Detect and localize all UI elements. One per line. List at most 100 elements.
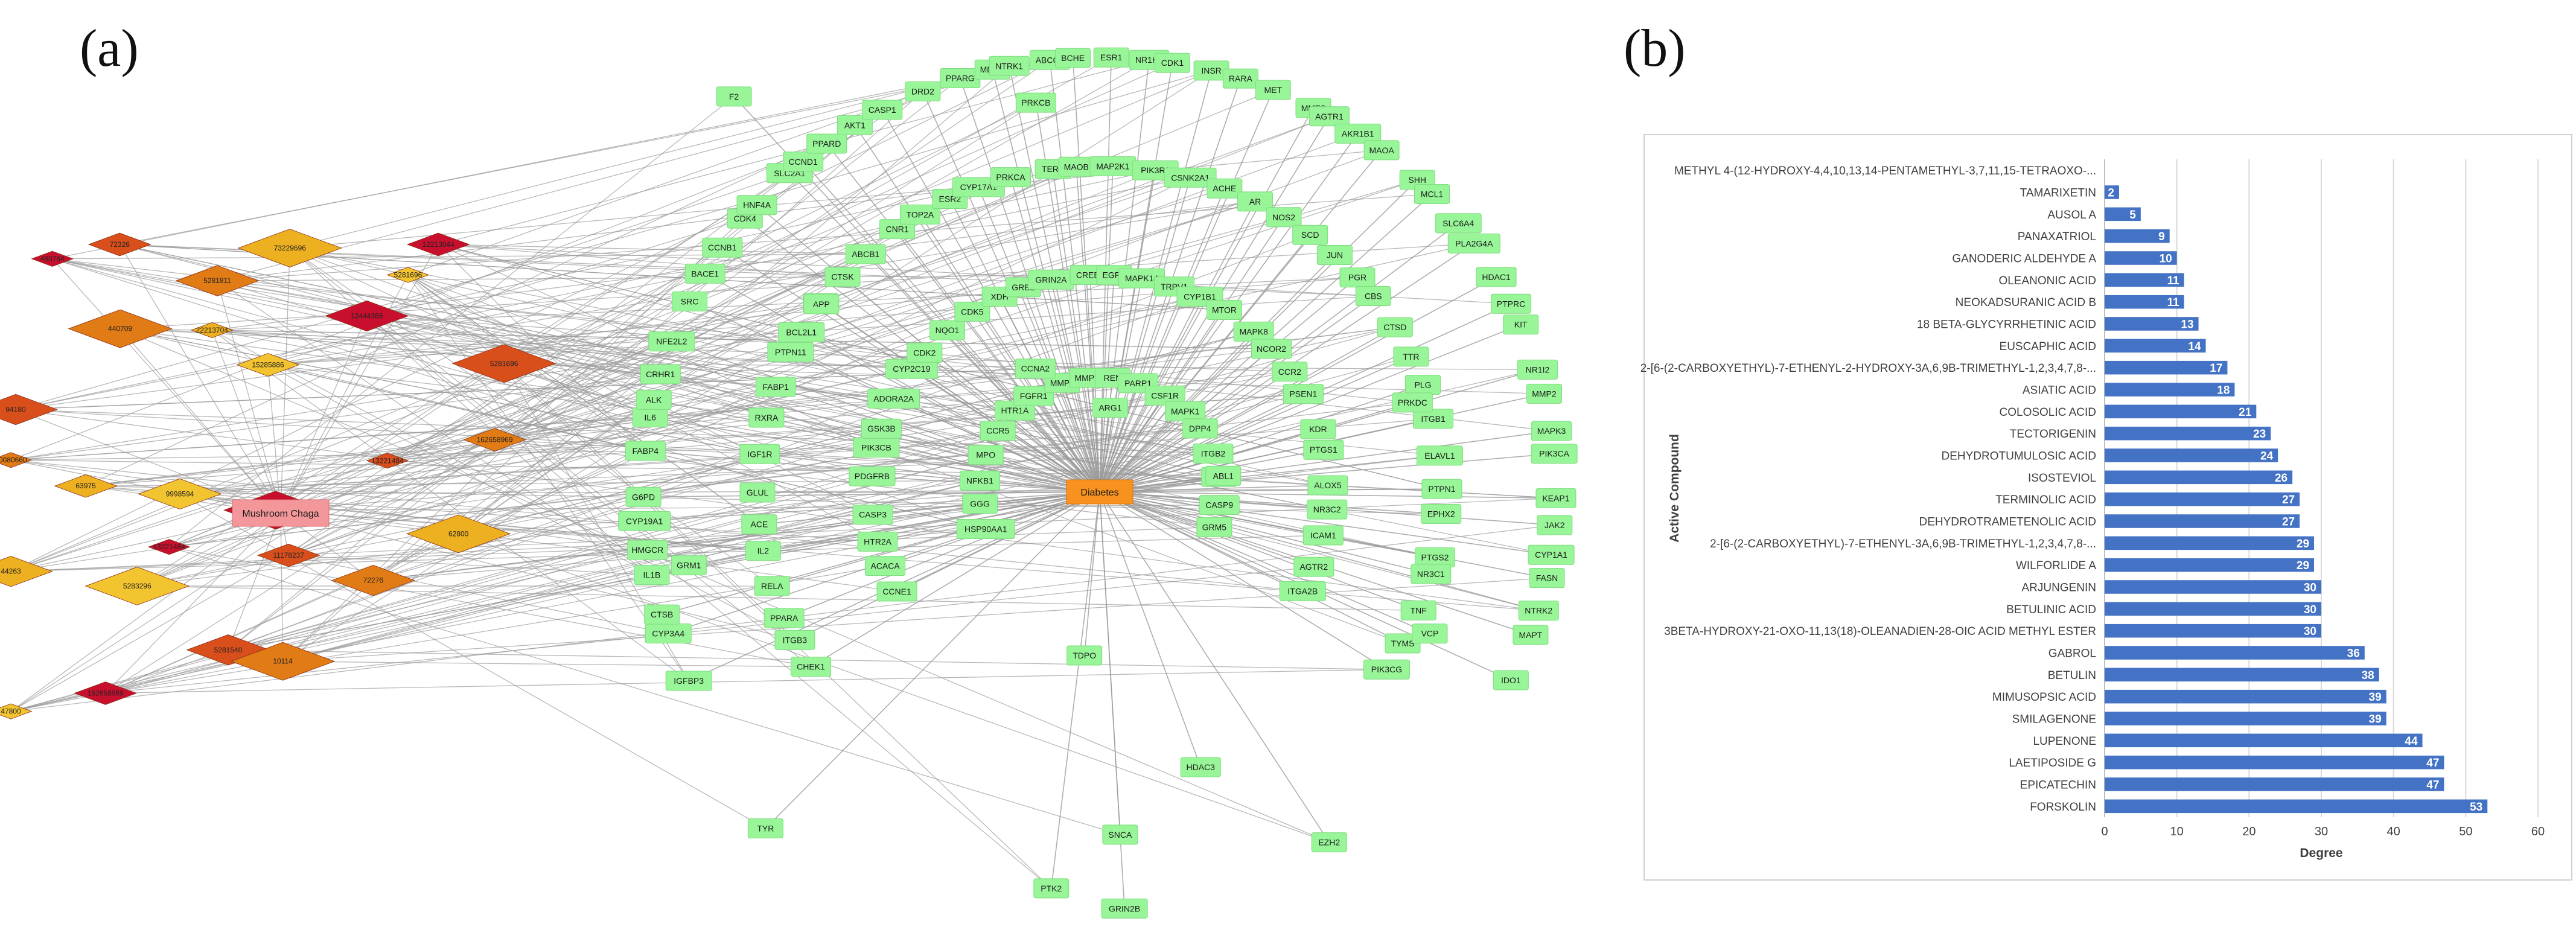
svg-text:ESR1: ESR1 xyxy=(1100,53,1123,62)
svg-text:NR3C2: NR3C2 xyxy=(1313,505,1341,514)
svg-text:SRC: SRC xyxy=(681,296,699,306)
svg-text:CNR1: CNR1 xyxy=(885,225,908,234)
edge xyxy=(217,281,281,514)
bar xyxy=(2105,426,2271,441)
target-node: ITGA2B xyxy=(1279,581,1326,601)
svg-text:TERT: TERT xyxy=(1042,164,1064,174)
target-node: ITGB3 xyxy=(774,630,815,650)
compound-node: 72276 xyxy=(331,564,415,596)
bar xyxy=(2105,492,2300,506)
edge xyxy=(794,491,1100,641)
x-tick-label: 50 xyxy=(2459,825,2472,838)
target-node: PPARD xyxy=(806,133,847,154)
target-node: ITGB2 xyxy=(1193,443,1234,464)
edge xyxy=(1099,177,1191,493)
edge xyxy=(494,59,1050,441)
svg-text:TYMS: TYMS xyxy=(1391,639,1415,648)
edge xyxy=(280,512,284,661)
bar xyxy=(2105,470,2293,485)
target-node: MCL1 xyxy=(1414,184,1450,205)
target-node: AGTR1 xyxy=(1309,106,1350,127)
target-node: SLC6A4 xyxy=(1435,213,1482,234)
edge xyxy=(438,244,1443,489)
target-node: VCP xyxy=(1412,623,1448,644)
svg-text:ITGA2B: ITGA2B xyxy=(1287,586,1318,596)
target-node: CCNB1 xyxy=(702,237,743,258)
target-node: ICAM1 xyxy=(1302,525,1344,546)
target-node: CDK1 xyxy=(1154,53,1190,73)
edge xyxy=(105,102,1036,694)
target-node: PDGFRB xyxy=(849,466,896,486)
compound-node: 13221484 xyxy=(366,453,409,469)
bar xyxy=(2105,689,2386,704)
x-tick-label: 40 xyxy=(2387,825,2400,838)
svg-text:10114: 10114 xyxy=(273,657,293,666)
bar xyxy=(2105,777,2444,791)
target-node: FGFR1 xyxy=(1013,386,1054,406)
svg-text:CHEK1: CHEK1 xyxy=(797,662,825,672)
svg-text:NR1I2: NR1I2 xyxy=(1526,365,1550,374)
svg-text:IGFBP3: IGFBP3 xyxy=(674,676,704,686)
edge xyxy=(280,248,290,514)
svg-text:CYP19A1: CYP19A1 xyxy=(626,516,663,526)
svg-text:XDH: XDH xyxy=(990,292,1009,302)
svg-text:PGR: PGR xyxy=(1348,273,1366,282)
svg-text:CASP1: CASP1 xyxy=(869,105,896,115)
x-tick-label: 0 xyxy=(2101,825,2108,838)
panel-a-label: (a) xyxy=(80,19,139,78)
edge xyxy=(282,661,811,668)
target-node: CTSB xyxy=(644,604,680,625)
bar xyxy=(2105,712,2386,725)
svg-text:Mushroom Chaga: Mushroom Chaga xyxy=(242,509,319,519)
target-node: PTPN11 xyxy=(767,342,814,362)
target-node: MAOB xyxy=(1058,156,1094,177)
bar xyxy=(2105,514,2300,528)
svg-text:ITGB1: ITGB1 xyxy=(1421,414,1446,424)
svg-text:73229696: 73229696 xyxy=(274,244,307,252)
edge xyxy=(267,365,281,514)
svg-text:BCHE: BCHE xyxy=(1061,53,1085,63)
svg-text:PLG: PLG xyxy=(1414,380,1431,389)
edge xyxy=(217,280,873,477)
target-node: HSP90AA1 xyxy=(956,519,1015,540)
edge xyxy=(407,275,689,681)
edge xyxy=(52,258,281,514)
compound-node: 47800 xyxy=(0,703,33,719)
edge xyxy=(1099,491,1539,611)
svg-text:ABCB1: ABCB1 xyxy=(852,249,879,259)
category-label: DEHYDROTUMULOSIC ACID xyxy=(1941,450,2096,463)
category-label: TAMARIXETIN xyxy=(2020,187,2096,200)
target-node: PGR xyxy=(1339,267,1376,288)
target-node: IGFBP3 xyxy=(665,671,712,691)
svg-text:NFKB1: NFKB1 xyxy=(966,476,993,485)
svg-text:15285886: 15285886 xyxy=(252,360,284,369)
compound-node: 162658969 xyxy=(74,681,138,705)
svg-text:MMP2: MMP2 xyxy=(1532,389,1557,398)
svg-text:5281696: 5281696 xyxy=(394,270,422,279)
svg-text:CCNA2: CCNA2 xyxy=(1021,364,1050,374)
edge xyxy=(503,62,1173,364)
compound-node: 62800 xyxy=(406,514,511,553)
target-node: NCOR2 xyxy=(1251,339,1292,359)
edge xyxy=(105,566,1314,694)
target-node: ARG1 xyxy=(1092,397,1128,418)
svg-text:NCOR2: NCOR2 xyxy=(1257,344,1286,354)
svg-text:162658969: 162658969 xyxy=(88,689,124,698)
svg-text:ELAVL1: ELAVL1 xyxy=(1424,451,1455,461)
svg-text:SHH: SHH xyxy=(1408,175,1426,185)
edge xyxy=(85,377,1113,486)
compound-node: 162658969 xyxy=(463,428,527,451)
target-node: PTK2 xyxy=(1033,878,1070,899)
svg-text:ABL1: ABL1 xyxy=(1213,471,1234,480)
target-node: CASP9 xyxy=(1199,495,1240,515)
edge xyxy=(52,59,1050,260)
edge xyxy=(120,328,646,451)
svg-text:NTRK2: NTRK2 xyxy=(1525,606,1552,616)
edge xyxy=(280,316,368,514)
edge xyxy=(267,201,1255,366)
edge xyxy=(503,102,1036,364)
bar xyxy=(2105,536,2315,550)
edge xyxy=(290,77,961,249)
edge xyxy=(10,214,920,572)
svg-text:BACE1: BACE1 xyxy=(691,269,719,278)
